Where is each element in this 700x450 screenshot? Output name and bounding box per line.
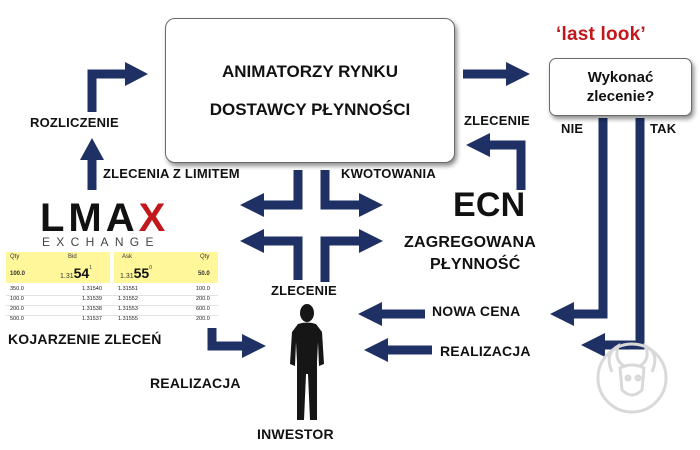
row-ask-qty: 100.0 — [196, 286, 210, 292]
ask-top-price: 1.31550 — [120, 265, 152, 281]
arrow-cross-top-right — [320, 170, 361, 210]
book-bid-header: Qty Bid 100.0 1.31541 — [6, 252, 110, 283]
ask-price-big: 55 — [133, 265, 150, 281]
arrowhead-cross-top-left — [240, 193, 264, 217]
investor-silhouette-icon — [290, 304, 324, 420]
arrow-cross-bottom-left — [262, 236, 303, 280]
market-makers-line1: ANIMATORZY RYNKU — [222, 61, 398, 81]
market-makers-box: ANIMATORZY RYNKU DOSTAWCY PŁYNNOŚCI — [165, 18, 455, 163]
bid-qty-label: Qty — [10, 254, 20, 260]
arrow-settlement — [87, 69, 127, 112]
arrow-matching-to-investor — [207, 320, 244, 351]
lmax-subtitle: EXCHANGE — [42, 235, 160, 249]
arrowhead-cross-bottom-right — [359, 229, 383, 253]
arrowhead-no-new-price — [550, 302, 574, 326]
bid-label: Bid — [68, 254, 77, 260]
order-label-center: ZLECENIE — [271, 283, 337, 298]
yes-label: TAK — [650, 121, 677, 136]
arrowhead-ecn-to-makers — [466, 133, 490, 157]
investor-label: INWESTOR — [257, 426, 334, 442]
bull-watermark-icon — [596, 342, 668, 414]
decision-line1: Wykonać — [587, 69, 654, 86]
decision-line2: zlecenie? — [586, 88, 655, 105]
aggregated-liquidity-line2: PŁYNNOŚĆ — [430, 256, 521, 273]
arrowhead-limit-orders — [80, 138, 104, 160]
decision-box: Wykonać zlecenie? — [549, 58, 692, 116]
lmax-word-x: X — [138, 196, 170, 240]
arrowhead-yes-execution — [581, 333, 605, 357]
ask-price-sup: 0 — [149, 265, 152, 271]
row-ask: 1.31552 — [118, 296, 138, 302]
row-ask: 1.31551 — [118, 286, 138, 292]
market-makers-line2: DOSTAWCY PŁYNNOŚCI — [209, 99, 411, 119]
arrowhead-execution — [364, 338, 388, 362]
arrow-no-new-price — [572, 118, 608, 319]
row-bid: 1.31537 — [82, 316, 102, 322]
ask-qty-label: Qty — [200, 254, 210, 260]
arrow-cross-top-left — [262, 170, 303, 210]
no-label: NIE — [561, 121, 584, 136]
arrowhead-settlement — [125, 62, 148, 86]
new-price-label: NOWA CENA — [432, 303, 521, 319]
row-ask-qty: 200.0 — [196, 316, 210, 322]
arrowhead-matching — [242, 334, 266, 358]
ask-price-prefix: 1.31 — [120, 273, 134, 280]
row-ask-qty: 200.0 — [196, 296, 210, 302]
row-bid-qty: 100.0 — [10, 296, 24, 302]
lmax-word-main: LMA — [40, 196, 139, 240]
arrowhead-to-decision — [506, 62, 530, 86]
arrowhead-cross-bottom-left — [240, 229, 264, 253]
last-look-label: ‘last look’ — [556, 24, 646, 45]
book-row: 100.0 1.31539 1.31552 200.0 — [6, 296, 218, 305]
arrow-yes-execution — [603, 118, 645, 350]
aggregated-liquidity-line1: ZAGREGOWANA — [404, 234, 536, 251]
row-ask: 1.31555 — [118, 316, 138, 322]
row-ask-qty: 600.0 — [196, 306, 210, 312]
arrowhead-cross-top-right — [359, 193, 383, 217]
row-ask: 1.31553 — [118, 306, 138, 312]
book-ask-header: Ask Qty 1.31550 50.0 — [114, 252, 218, 283]
ecn-label: ECN — [453, 186, 526, 224]
bid-top-price: 1.31541 — [60, 265, 92, 281]
ask-label: Ask — [122, 254, 133, 260]
ask-top-qty: 50.0 — [198, 271, 210, 277]
book-row-divider — [6, 295, 218, 296]
arrowhead-new-price — [358, 302, 382, 326]
order-matching-label: KOJARZENIE ZLECEŃ — [8, 331, 162, 347]
row-bid-qty: 350.0 — [10, 286, 24, 292]
arrow-cross-bottom-right — [320, 236, 361, 282]
row-bid: 1.31540 — [82, 286, 102, 292]
lmax-exchange-logo: LMAX EXCHANGE — [40, 198, 198, 250]
row-bid-qty: 200.0 — [10, 306, 24, 312]
bid-price-big: 54 — [73, 265, 90, 281]
execution-label-right: REALIZACJA — [440, 343, 531, 359]
bid-price-sup: 1 — [89, 265, 92, 271]
book-row: 350.0 1.31540 1.31551 100.0 — [6, 286, 218, 295]
row-bid-qty: 500.0 — [10, 316, 24, 322]
settlement-label: ROZLICZENIE — [30, 115, 119, 130]
book-row: 200.0 1.31538 1.31553 600.0 — [6, 306, 218, 315]
execution-label-left: REALIZACJA — [150, 375, 241, 391]
book-row-divider — [6, 315, 218, 316]
bid-price-prefix: 1.31 — [60, 273, 74, 280]
limit-orders-label: ZLECENIA Z LIMITEM — [103, 166, 240, 181]
row-bid: 1.31538 — [82, 306, 102, 312]
lmax-wordmark: LMAX — [40, 198, 169, 238]
book-row: 500.0 1.31537 1.31555 200.0 — [6, 316, 218, 325]
order-book: Qty Bid 100.0 1.31541 Ask Qty 1.31550 50… — [6, 252, 218, 328]
order-label-right: ZLECENIE — [464, 113, 530, 128]
bid-top-qty: 100.0 — [10, 271, 26, 277]
row-bid: 1.31539 — [82, 296, 102, 302]
quotes-label: KWOTOWANIA — [341, 166, 436, 181]
book-row-divider — [6, 305, 218, 306]
arrow-ecn-to-makers — [488, 140, 526, 190]
